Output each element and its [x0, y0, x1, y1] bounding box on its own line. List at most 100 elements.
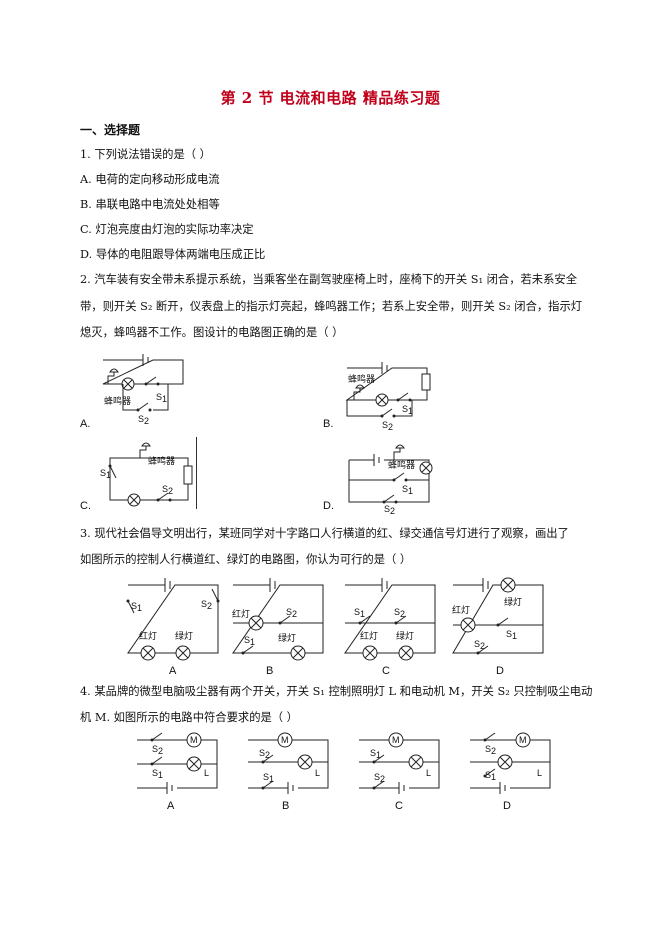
page-title: 第 2 节 电流和电路 精品练习题 [220, 89, 441, 107]
svg-text:S: S [354, 607, 360, 617]
svg-text:2: 2 [168, 486, 173, 496]
svg-text:2: 2 [265, 750, 270, 760]
svg-text:L: L [426, 768, 431, 778]
svg-text:2: 2 [491, 746, 496, 756]
svg-text:L: L [537, 768, 542, 778]
q2-line-3: 熄灭，蜂鸣器不工作。图设计的电路图正确的是（ ） [80, 326, 344, 339]
svg-text:绿灯: 绿灯 [504, 596, 522, 607]
svg-text:红灯: 红灯 [139, 630, 157, 641]
svg-text:S: S [259, 748, 265, 758]
svg-text:S: S [263, 772, 269, 782]
q3-line-1: 3. 现代社会倡导文明出行，某班同学对十字路口人行横道的红、绿交通信号灯进行了观… [80, 527, 569, 540]
svg-text:M: M [392, 735, 400, 745]
svg-text:1: 1 [106, 470, 111, 480]
svg-text:S: S [370, 748, 376, 758]
svg-text:2: 2 [144, 416, 149, 426]
q4-option-b: B [282, 800, 290, 812]
svg-text:1: 1 [408, 406, 413, 416]
svg-text:1: 1 [158, 770, 163, 780]
svg-text:S: S [162, 484, 168, 494]
q1-option-d: D. 导体的电阻跟导体两端电压成正比 [80, 248, 266, 261]
svg-text:S: S [382, 420, 388, 430]
svg-text:S: S [286, 607, 292, 617]
q3-option-d: D [496, 665, 504, 677]
svg-text:S: S [402, 484, 408, 494]
svg-text:1: 1 [408, 486, 413, 496]
section-heading: 一、选择题 [80, 123, 141, 137]
svg-text:S: S [374, 772, 380, 782]
svg-text:S: S [152, 744, 158, 754]
svg-text:2: 2 [292, 609, 297, 619]
svg-text:1: 1 [250, 637, 255, 647]
svg-text:M: M [190, 735, 198, 745]
svg-text:S: S [402, 404, 408, 414]
q2-option-d: D. [323, 500, 334, 512]
svg-text:绿灯: 绿灯 [278, 632, 296, 643]
svg-text:S: S [131, 601, 137, 611]
svg-text:S: S [394, 607, 400, 617]
svg-text:蜂鸣器: 蜂鸣器 [348, 373, 375, 384]
svg-text:S: S [384, 504, 390, 514]
svg-text:L: L [204, 768, 209, 778]
svg-text:S: S [100, 468, 106, 478]
scan-divider [196, 437, 197, 509]
q2-option-b: B. [323, 418, 334, 430]
q1-option-c: C. 灯泡亮度由灯泡的实际功率决定 [80, 223, 254, 236]
q2-option-c: C. [80, 500, 91, 512]
svg-text:2: 2 [207, 601, 212, 611]
svg-text:M: M [281, 735, 289, 745]
svg-text:1: 1 [162, 394, 167, 404]
svg-text:2: 2 [388, 422, 393, 432]
q1-option-a: A. 电荷的定向移动形成电流 [80, 173, 220, 186]
svg-text:2: 2 [390, 506, 395, 516]
q2-line-2: 带，则开关 S₂ 断开，仪表盘上的指示灯亮起，蜂鸣器工作；若系上安全带，则开关 … [80, 300, 583, 313]
q3-option-a: A [169, 665, 177, 677]
svg-text:2: 2 [380, 774, 385, 784]
q3-option-c: C [382, 665, 390, 677]
svg-text:红灯: 红灯 [360, 630, 378, 641]
svg-text:S: S [506, 629, 512, 639]
svg-text:1: 1 [512, 631, 517, 641]
svg-text:蜂鸣器: 蜂鸣器 [388, 459, 415, 470]
q2-line-1: 2. 汽车装有安全带未系提示系统，当乘客坐在副驾驶座椅上时，座椅下的开关 S₁ … [80, 273, 577, 286]
q3-line-2: 如图所示的控制人行横道红、绿灯的电路图，你认为可行的是（ ） [80, 553, 412, 566]
svg-text:2: 2 [400, 609, 405, 619]
svg-text:1: 1 [269, 774, 274, 784]
q4-line-2: 机 M. 如图所示的电路中符合要求的是（ ） [80, 711, 298, 724]
q1-option-b: B. 串联电路中电流处处相等 [80, 198, 220, 211]
svg-text:2: 2 [480, 641, 485, 651]
svg-text:S: S [201, 599, 207, 609]
q4-option-c: C [395, 800, 403, 812]
svg-text:1: 1 [137, 603, 142, 613]
svg-text:蜂鸣器: 蜂鸣器 [148, 455, 175, 466]
svg-text:1: 1 [360, 609, 365, 619]
svg-text:S: S [485, 744, 491, 754]
q1-stem: 1. 下列说法错误的是（ ） [80, 148, 211, 161]
svg-text:S: S [156, 392, 162, 402]
svg-text:红灯: 红灯 [232, 608, 250, 619]
svg-text:L: L [315, 768, 320, 778]
q2-option-a: A. [80, 418, 91, 430]
svg-text:1: 1 [376, 750, 381, 760]
q4-line-1: 4. 某品牌的微型电脑吸尘器有两个开关，开关 S₁ 控制照明灯 L 和电动机 M… [80, 685, 593, 698]
svg-text:M: M [519, 735, 527, 745]
svg-text:S: S [474, 639, 480, 649]
svg-text:2: 2 [158, 746, 163, 756]
svg-text:绿灯: 绿灯 [396, 630, 414, 641]
svg-text:S: S [152, 768, 158, 778]
svg-text:S: S [485, 770, 491, 780]
q4-option-d: D [503, 800, 511, 812]
svg-text:蜂鸣器: 蜂鸣器 [104, 395, 131, 406]
